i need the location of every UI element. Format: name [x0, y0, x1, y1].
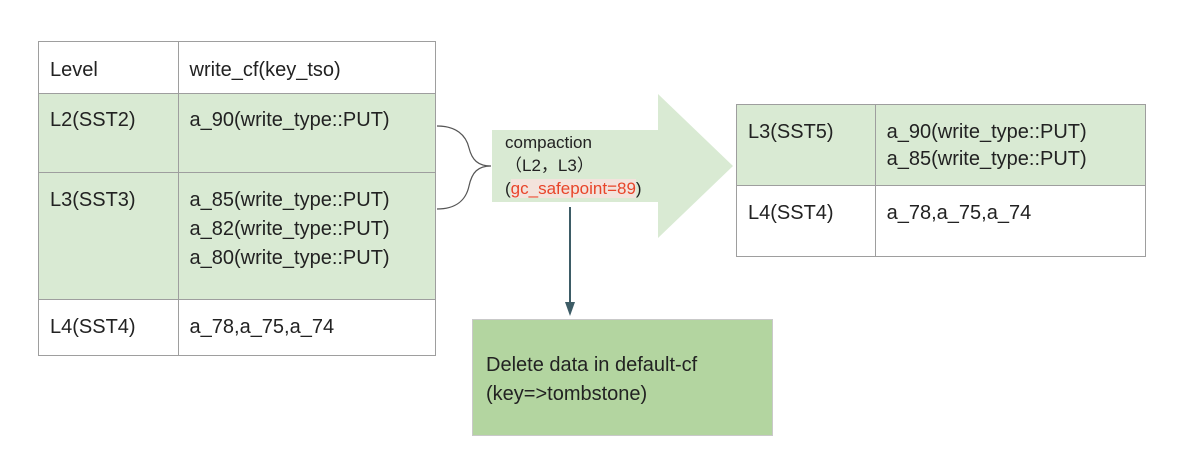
header-write-cf: write_cf(key_tso) — [177, 41, 437, 94]
entries-cell: a_78,a_75,a_74 — [874, 185, 1147, 257]
compaction-safepoint-line: (gc_safepoint=89) — [505, 177, 642, 200]
entry: a_90(write_type::PUT) — [886, 121, 1087, 143]
left-sst-table: Level write_cf(key_tso) L2(SST2) a_90(wr… — [38, 41, 437, 356]
delete-line-2: (key=>tombstone) — [486, 383, 648, 405]
entry: a_82(write_type::PUT) — [189, 218, 390, 240]
level-cell: L3(SST5) — [736, 104, 876, 186]
entries-cell: a_85(write_type::PUT) a_82(write_type::P… — [177, 172, 437, 300]
compaction-title: compaction — [505, 133, 592, 152]
entry: a_78,a_75,a_74 — [886, 202, 1032, 224]
level-cell: L4(SST4) — [736, 185, 876, 257]
delete-line-1: Delete data in default-cf — [486, 354, 698, 376]
gc-safepoint: gc_safepoint=89 — [510, 179, 636, 198]
compaction-label: compaction （L2，L3） (gc_safepoint=89) — [505, 131, 642, 200]
down-arrow-head — [565, 302, 575, 316]
open-paren: ( — [505, 179, 511, 198]
right-sst-table: L3(SST5) a_90(write_type::PUT) a_85(writ… — [736, 104, 1147, 257]
table-row-l3: L3(SST3) a_85(write_type::PUT) a_82(writ… — [38, 172, 437, 300]
table-row-l4: L4(SST4) a_78,a_75,a_74 — [38, 299, 437, 356]
header-level: Level — [38, 41, 179, 94]
entry: a_80(write_type::PUT) — [189, 247, 390, 269]
compaction-arrow — [492, 94, 733, 238]
entries-cell: a_90(write_type::PUT) — [177, 93, 437, 173]
close-paren: ) — [635, 179, 642, 198]
entry: a_85(write_type::PUT) — [886, 148, 1087, 170]
table-row-l2: L2(SST2) a_90(write_type::PUT) — [38, 93, 437, 173]
entry: a_90(write_type::PUT) — [189, 109, 390, 131]
brace-l2-l3 — [436, 125, 492, 210]
entries-cell: a_90(write_type::PUT) a_85(write_type::P… — [874, 104, 1147, 186]
entry: a_85(write_type::PUT) — [189, 189, 390, 211]
entries-cell: a_78,a_75,a_74 — [177, 299, 437, 356]
level-cell: L3(SST3) — [38, 172, 179, 300]
delete-data-box: Delete data in default-cf (key=>tombston… — [472, 319, 773, 436]
level-cell: L4(SST4) — [38, 299, 179, 356]
table-header-row: Level write_cf(key_tso) — [38, 41, 437, 94]
entry: a_78,a_75,a_74 — [189, 316, 335, 338]
table-row-l3-result: L3(SST5) a_90(write_type::PUT) a_85(writ… — [736, 104, 1147, 186]
table-row-l4-result: L4(SST4) a_78,a_75,a_74 — [736, 185, 1147, 257]
compaction-levels: （L2，L3） — [505, 156, 594, 175]
